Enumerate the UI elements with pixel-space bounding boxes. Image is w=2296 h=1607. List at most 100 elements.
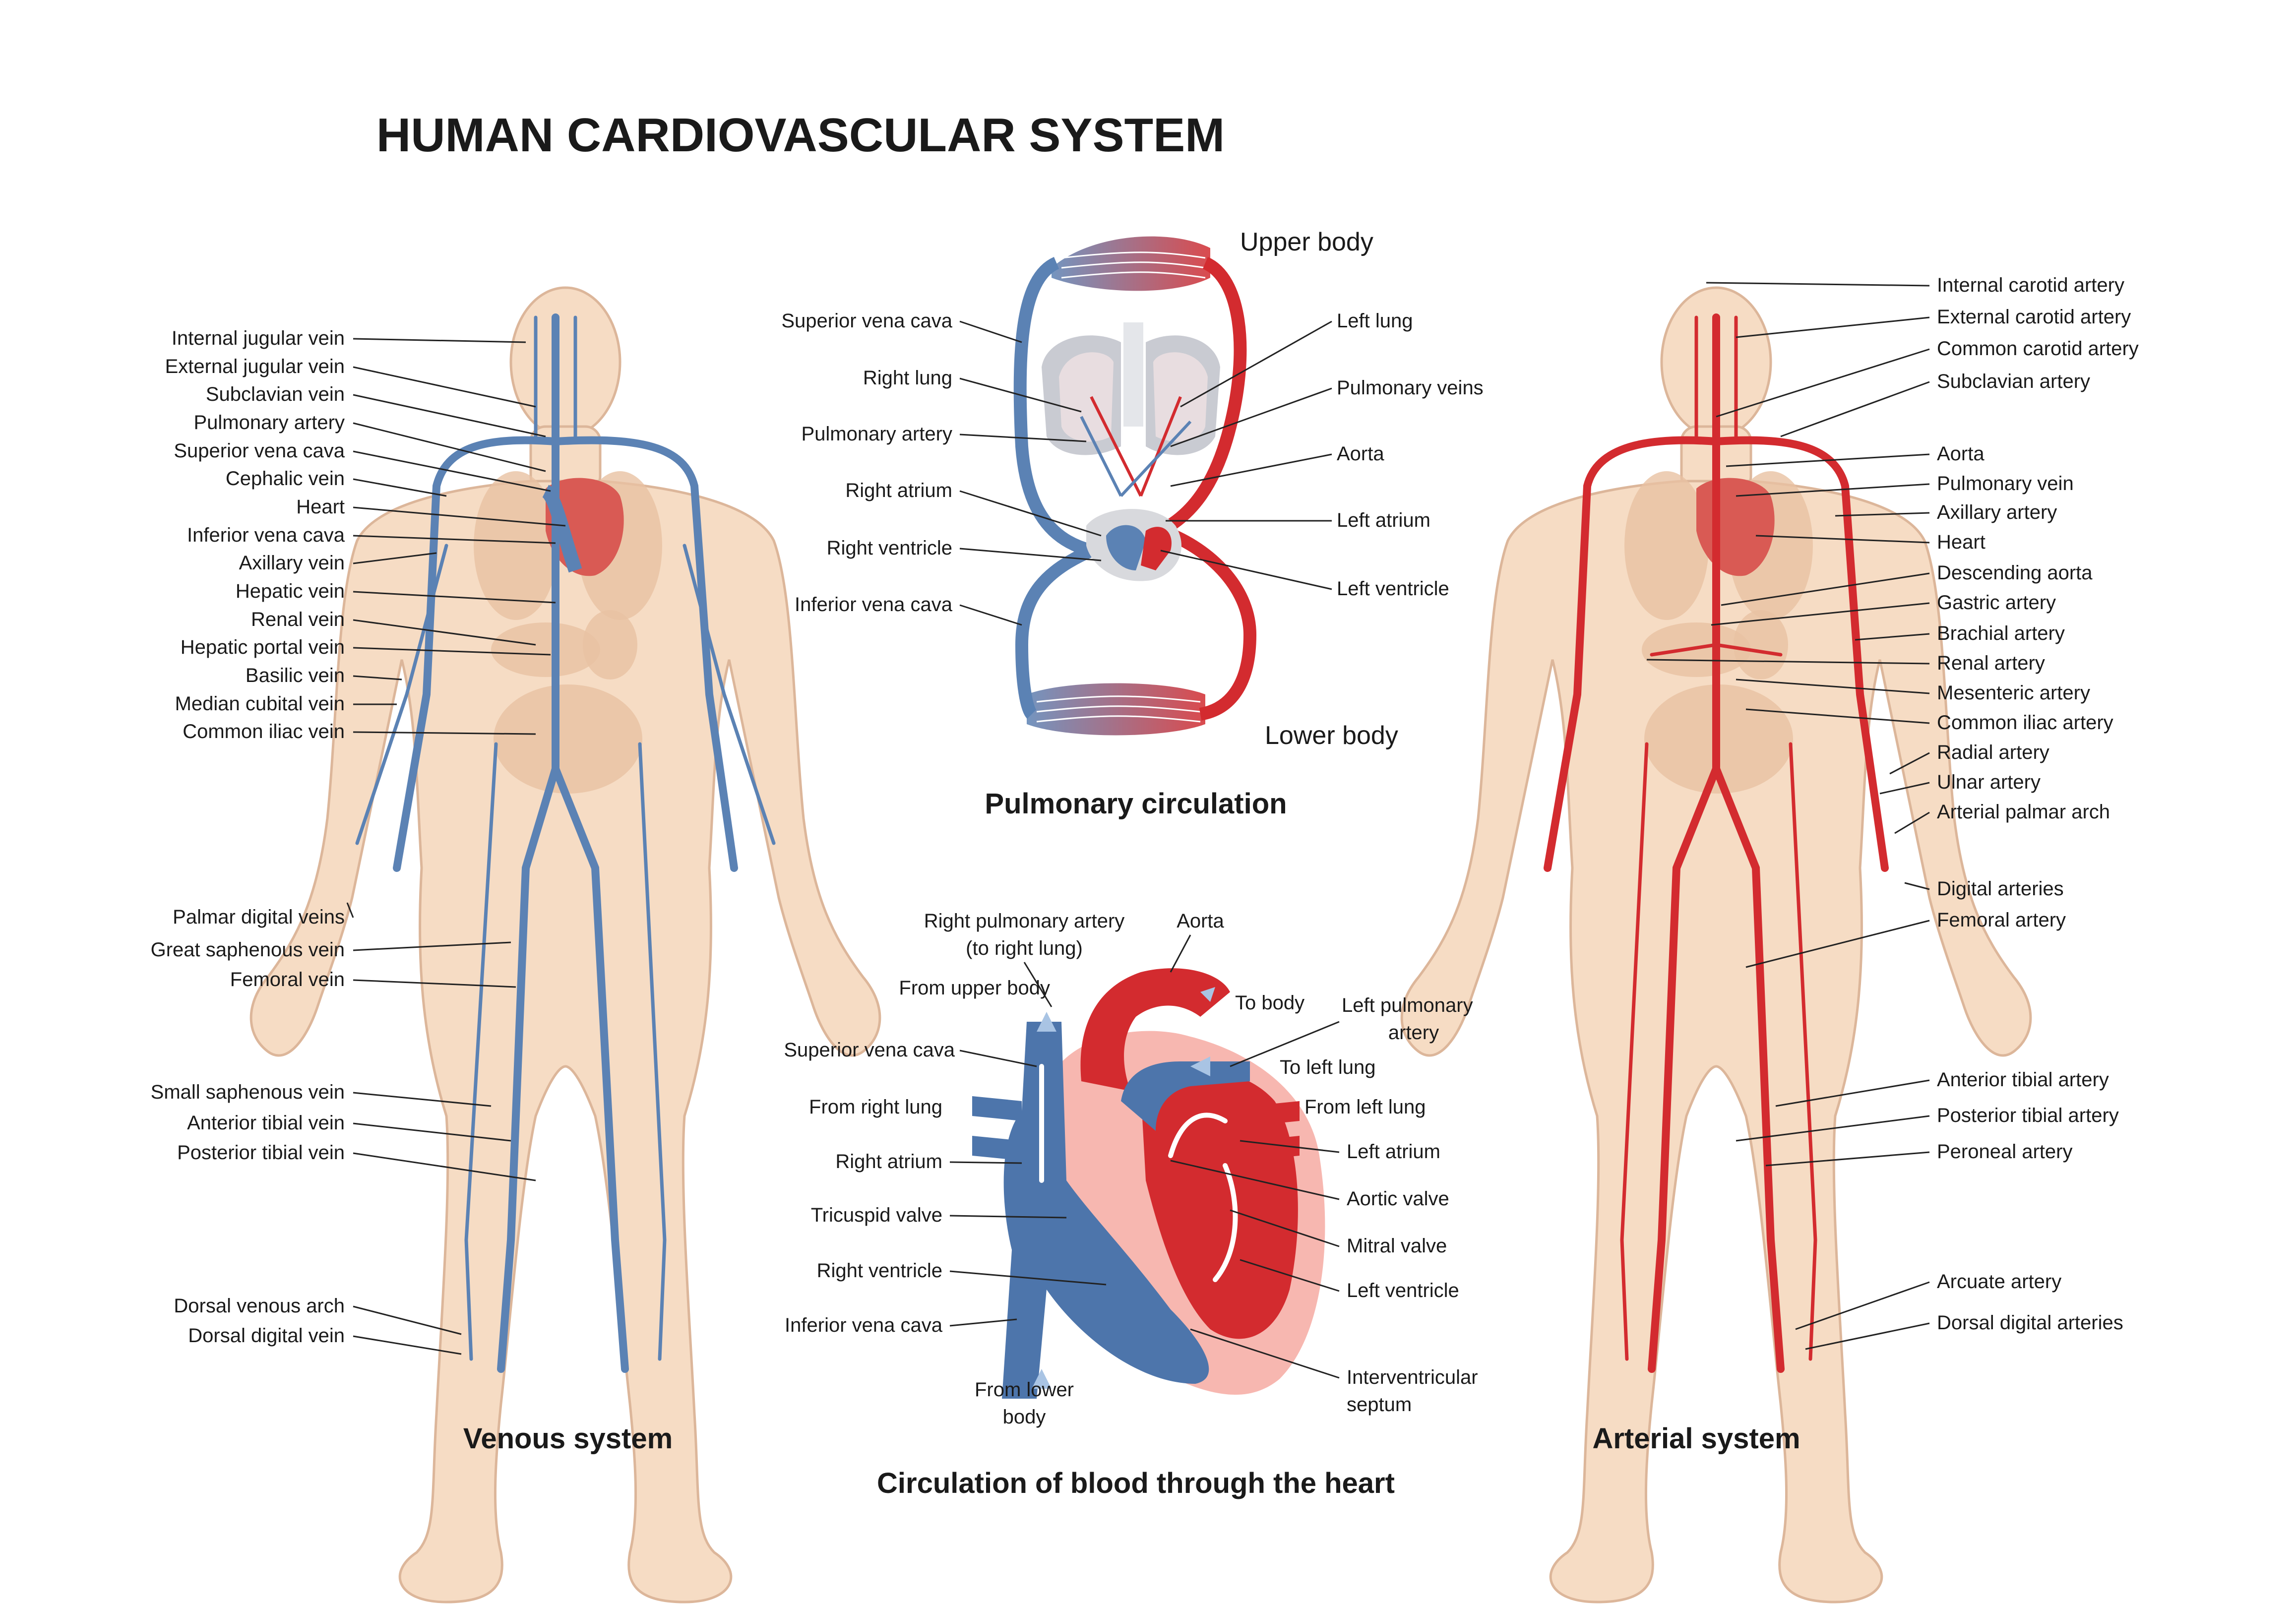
aortic-arch	[1080, 968, 1230, 1091]
common-iliac-vein-leader-line	[353, 731, 536, 735]
right-ventricle-label: Right ventricle	[817, 1260, 942, 1282]
peroneal-artery-leader-line	[1765, 1151, 1930, 1167]
left-lung-label: Left lung	[1337, 310, 1413, 332]
radial-artery-leader-line	[1889, 752, 1930, 775]
septum-label: septum	[1347, 1394, 1412, 1416]
right-atrium-label: Right atrium	[845, 480, 952, 501]
femoral-artery-leader-line	[1745, 920, 1930, 968]
aorta-leader-line	[1170, 934, 1191, 973]
right-ventricle-leader-line	[949, 1270, 1107, 1286]
external-carotid-artery-leader-line	[1736, 316, 1930, 338]
mitral-valve-leader-line	[1230, 1209, 1340, 1247]
ulnar-artery-leader-line	[1879, 782, 1930, 795]
aorta-leader-line	[1726, 453, 1930, 467]
right-ventricle-label: Right ventricle	[827, 537, 952, 559]
posterior-tibial-artery-label: Posterior tibial artery	[1937, 1105, 2119, 1126]
superior-vena-cava-leader-line	[959, 320, 1022, 343]
median-cubital-vein-label: Median cubital vein	[175, 693, 345, 715]
aorta-label: Aorta	[1337, 443, 1384, 465]
tricuspid-valve-leader-line	[949, 1215, 1067, 1219]
page-title: HUMAN CARDIOVASCULAR SYSTEM	[376, 109, 1225, 162]
right-heart-chambers	[1002, 1022, 1209, 1399]
external-jugular-vein-label: External jugular vein	[165, 356, 345, 377]
left-ventricle-label: Left ventricle	[1337, 578, 1449, 600]
right-pulmonary-artery-label: Right pulmonary artery	[924, 910, 1125, 932]
inferior-vena-cava-leader-line	[353, 535, 556, 544]
internal-jugular-vein-leader-line	[353, 338, 526, 343]
inferior-vena-cava-label: Inferior vena cava	[187, 524, 345, 546]
anterior-tibial-artery-leader-line	[1775, 1079, 1930, 1107]
renal-artery-leader-line	[1646, 659, 1930, 665]
left-atrium-leader-line	[1240, 1140, 1340, 1153]
hepatic-vein-label: Hepatic vein	[236, 580, 345, 602]
pulmonary-artery-leader-line	[353, 422, 546, 472]
venous-body-figure	[251, 288, 880, 1602]
dorsal-venous-arch-label: Dorsal venous arch	[174, 1295, 345, 1317]
inferior-vena-cava-leader-line	[949, 1318, 1017, 1327]
internal-carotid-artery-label: Internal carotid artery	[1937, 274, 2124, 296]
pulmonary-vein-label: Pulmonary vein	[1937, 473, 2074, 494]
posterior-tibial-vein-leader-line	[353, 1152, 536, 1181]
femoral-vein-label: Femoral vein	[230, 969, 345, 990]
pulmonary-heart	[1086, 509, 1181, 581]
small-saphenous-vein-leader-line	[353, 1092, 492, 1107]
left-atrium-label: Left atrium	[1347, 1141, 1440, 1163]
from-left-lung-label: From left lung	[1304, 1096, 1426, 1118]
gastric-artery-leader-line	[1711, 602, 1930, 626]
pulmonary-artery-label: Pulmonary artery	[193, 412, 345, 433]
aortic-valve-leader-line	[1170, 1160, 1340, 1200]
mitral-valve-label: Mitral valve	[1347, 1235, 1447, 1257]
heart-label: Heart	[296, 496, 345, 518]
great-saphenous-vein-label: Great saphenous vein	[151, 939, 345, 961]
upper-capillary-bed	[1052, 236, 1210, 291]
heart-leader-line	[1755, 535, 1930, 544]
venous-return-loop	[1013, 257, 1111, 719]
aorta-leader-line	[1170, 453, 1332, 487]
axillary-vein-label: Axillary vein	[239, 552, 345, 574]
common-carotid-artery-leader-line	[1716, 348, 1930, 418]
to-right-lung-label: (to right lung)	[966, 937, 1083, 959]
from-right-lung-label: From right lung	[809, 1096, 942, 1118]
subclavian-vein-label: Subclavian vein	[206, 383, 345, 405]
dorsal-digital-arteries-label: Dorsal digital arteries	[1937, 1312, 2123, 1334]
inferior-vena-cava-leader-line	[959, 604, 1022, 626]
interventricular-leader-line	[1190, 1328, 1340, 1379]
to-body-label: To body	[1235, 992, 1304, 1014]
axillary-vein-leader-line	[353, 552, 437, 564]
heart-leader-line	[353, 506, 566, 527]
internal-jugular-vein-label: Internal jugular vein	[172, 327, 345, 349]
external-jugular-vein-leader-line	[353, 366, 536, 408]
left-ventricle-leader-line	[1240, 1259, 1340, 1292]
left-lung-leader-line	[1180, 320, 1332, 408]
descending-aorta-label: Descending aorta	[1937, 562, 2093, 584]
mesenteric-artery-label: Mesenteric artery	[1937, 682, 2090, 704]
pulmonary-artery-leader-line	[959, 433, 1087, 442]
basilic-vein-label: Basilic vein	[246, 665, 345, 686]
heart-circulation-title: Circulation of blood through the heart	[877, 1467, 1395, 1499]
tricuspid-valve-label: Tricuspid valve	[811, 1204, 942, 1226]
gastric-artery-label: Gastric artery	[1937, 592, 2056, 614]
left-pulmonary-label: Left pulmonary	[1342, 994, 1473, 1016]
axillary-artery-label: Axillary artery	[1937, 501, 2057, 523]
ulnar-artery-label: Ulnar artery	[1937, 771, 2041, 793]
arterial-palmar-arch-leader-line	[1894, 811, 1930, 834]
venous-system-title: Venous system	[463, 1422, 673, 1455]
palmar-digital-veins-label: Palmar digital veins	[173, 906, 345, 928]
left-atrium-label: Left atrium	[1337, 509, 1430, 531]
axillary-artery-leader-line	[1835, 512, 1930, 517]
left-ventricle-label: Left ventricle	[1347, 1280, 1459, 1301]
dorsal-digital-arteries-leader-line	[1805, 1322, 1930, 1350]
basilic-vein-leader-line	[353, 675, 402, 680]
arterial-body-figure	[1402, 288, 2031, 1602]
right-atrium-leader-line	[959, 490, 1102, 537]
digital-arteries-leader-line	[1904, 882, 1930, 890]
pulmonary-vein-leader-line	[1736, 483, 1930, 497]
superior-vena-cava-label: Superior vena cava	[781, 310, 952, 332]
inferior-vena-cava-label: Inferior vena cava	[785, 1314, 943, 1336]
descending-aorta-leader-line	[1721, 572, 1930, 606]
hepatic-portal-vein-label: Hepatic portal vein	[181, 636, 345, 658]
great-saphenous-vein-leader-line	[353, 941, 511, 951]
common-iliac-artery-leader-line	[1745, 708, 1930, 724]
